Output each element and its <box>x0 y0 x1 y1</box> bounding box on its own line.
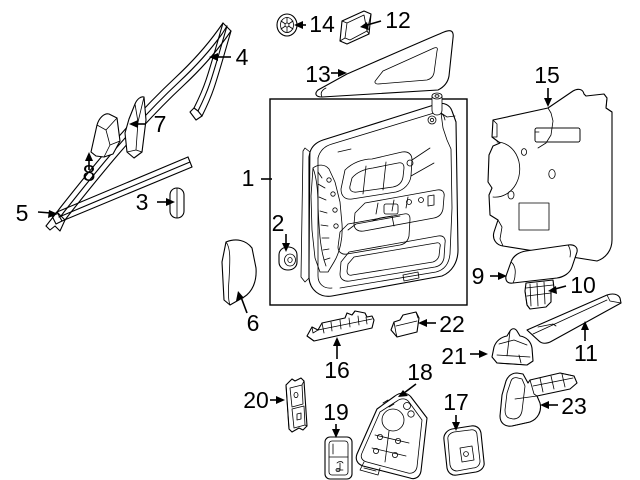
callout-label-17: 17 <box>443 389 469 415</box>
part-13-upper-trim-garnish <box>315 30 454 98</box>
callout-label-8: 8 <box>83 160 96 186</box>
part-3-molding-clip <box>169 187 185 219</box>
callout-label-2: 2 <box>272 210 285 236</box>
part-8-lower-pillar-trim <box>90 113 121 158</box>
callout-label-15: 15 <box>534 62 560 88</box>
part-22-end-cap-trim <box>390 311 420 338</box>
callout-label-1: 1 <box>242 165 255 191</box>
part-12-speaker-grille-insert <box>339 10 372 45</box>
callout-label-20: 20 <box>243 387 269 413</box>
callout-label-13: 13 <box>305 61 331 87</box>
part-18-master-window-switch <box>355 392 428 480</box>
part-21-mirror-switch-housing <box>491 328 534 366</box>
callout-label-5: 5 <box>16 200 29 226</box>
part-4-window-run-channel <box>45 22 232 232</box>
part-14-rosette-clip <box>276 13 298 37</box>
callout-labels: 1 2 3 4 5 6 7 8 9 10 11 12 13 14 15 16 1… <box>16 7 598 425</box>
part-16-switch-bezel-strip <box>306 310 375 342</box>
part-6-corner-cover-trim <box>221 239 257 306</box>
callout-label-22: 22 <box>439 311 465 337</box>
leader-lines <box>37 20 589 438</box>
part-9-armrest-pad <box>505 244 578 284</box>
main-door-panel-group-box <box>269 98 468 306</box>
callout-label-14: 14 <box>309 11 335 37</box>
callout-label-10: 10 <box>570 272 596 298</box>
part-15-water-deflector-shield <box>487 88 613 262</box>
part-10-armrest-bracket <box>524 279 555 310</box>
callout-label-9: 9 <box>472 263 485 289</box>
part-1-door-trim-panel <box>300 92 459 297</box>
part-19-single-window-switch <box>324 436 353 480</box>
callout-label-3: 3 <box>136 189 149 215</box>
part-11-lower-door-molding <box>526 293 622 344</box>
part-20-seat-memory-switch <box>285 377 308 433</box>
callout-label-6: 6 <box>247 310 260 336</box>
part-17-rear-window-switch <box>443 425 485 476</box>
callout-label-19: 19 <box>323 399 349 425</box>
callout-label-21: 21 <box>441 343 467 369</box>
callout-label-18: 18 <box>407 359 433 385</box>
callout-label-16: 16 <box>324 357 350 383</box>
callout-label-7: 7 <box>154 111 167 137</box>
callout-label-12: 12 <box>385 7 411 33</box>
part-7-upper-pillar-trim <box>124 96 147 159</box>
callout-label-4: 4 <box>236 44 249 70</box>
part-2-trim-panel-grommet <box>278 246 298 271</box>
callout-label-23: 23 <box>561 393 587 419</box>
callout-label-11: 11 <box>574 340 598 366</box>
part-23-door-pull-handle <box>499 372 578 427</box>
